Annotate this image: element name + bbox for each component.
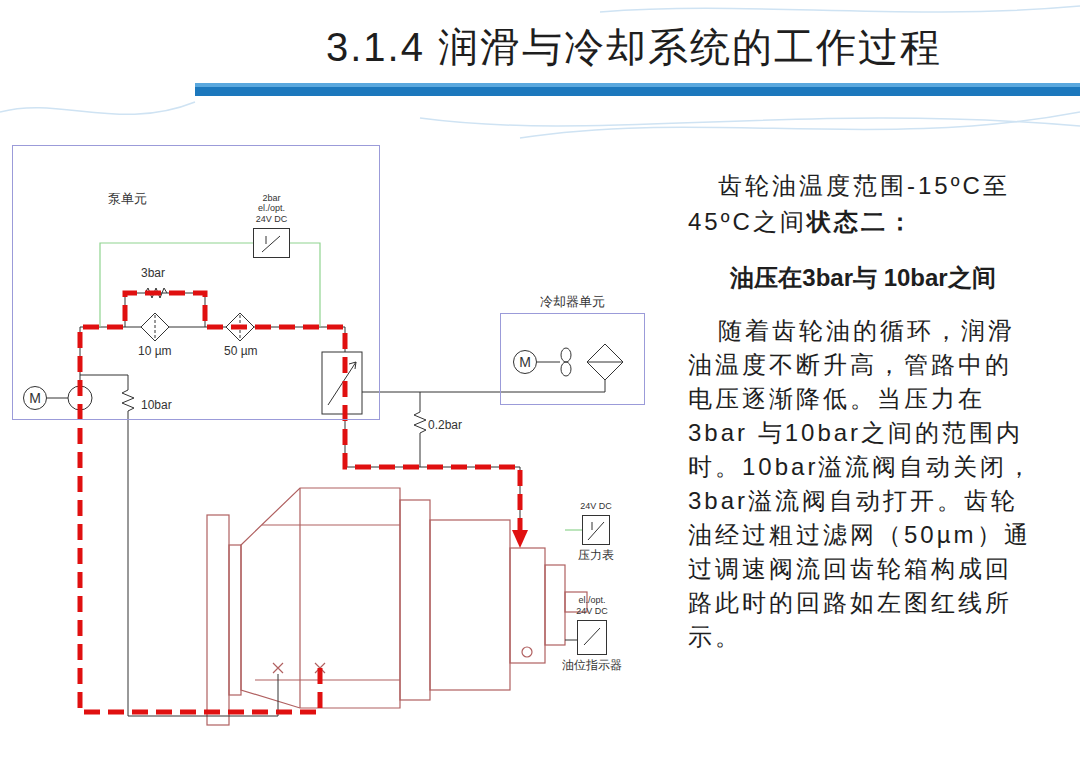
pipe-network [47, 236, 623, 716]
wave-line [600, 6, 1080, 12]
filter-label: 50 µm [224, 344, 258, 358]
motor-symbol: M [513, 350, 537, 374]
device-label: 油位指示器 [562, 658, 622, 672]
fan-shaft [537, 362, 560, 363]
motor-letter: M [519, 354, 531, 371]
gearbox-drawing [207, 488, 587, 725]
device-label: el./opt. 24V DC [572, 595, 612, 617]
valve-symbol [322, 352, 362, 414]
pressure-label: 0.2bar [428, 418, 462, 432]
gearbox-rib [255, 488, 400, 708]
device-label: 压力表 [578, 548, 614, 562]
gearbox-stage [510, 548, 545, 663]
cooler-unit-box: M冷却器单元 [500, 313, 645, 405]
relief-line [80, 375, 278, 716]
pipe-line [80, 327, 345, 386]
body-paragraph: 随着齿轮油的循环，润滑油温度不断升高，管路中的电压逐渐降低。当压力在3bar 与… [688, 314, 1038, 654]
oil-level-indicator: el./opt. 24V DC油位指示器 [577, 620, 607, 655]
spring-symbol [414, 392, 426, 467]
device-label: 2bar el./opt. 24V DC [252, 193, 292, 225]
signal-lines [100, 243, 582, 530]
pressure-switch: 2bar el./opt. 24V DC [253, 228, 290, 258]
signal-wire [290, 243, 320, 327]
oil-flow-path [80, 293, 520, 712]
pipe-line [362, 392, 380, 393]
filter-element [155, 315, 156, 339]
wave-line [520, 112, 1080, 138]
gearbox-flange [207, 515, 229, 725]
filter-label: 10 µm [138, 344, 172, 358]
gearbox-stage [400, 500, 430, 700]
signal-wire [565, 529, 582, 530]
fan-blade [561, 362, 571, 376]
drain-plug [273, 663, 283, 673]
header-bar [195, 83, 1080, 96]
slide-title: 3.1.4 润滑与冷却系统的工作过程 [326, 20, 942, 75]
device-label: 24V DC [580, 501, 612, 512]
pipe-connector [380, 392, 500, 393]
pipe-line [125, 293, 205, 327]
subheading: 油压在3bar与 10bar之间 [688, 262, 1038, 294]
pressure-label: 10bar [141, 398, 172, 412]
pressure-label: 3bar [141, 266, 165, 280]
gearbox-nose [545, 565, 565, 645]
valve-arrow [328, 362, 356, 405]
header-waves [0, 6, 1080, 138]
device-label: 冷却器单元 [540, 294, 605, 310]
pump-unit-box: 2bar el./opt. 24V DC M 泵单元 [12, 145, 380, 420]
motor-symbol: M [23, 386, 47, 410]
gearbox-stage [430, 520, 510, 690]
cooler-symbol [587, 344, 623, 380]
level-sensor-symbol [584, 628, 600, 645]
fan-blade [561, 348, 571, 362]
state-label: 状态二： [807, 208, 915, 235]
pressure-gauge-switch: 24V DC压力表 [582, 515, 610, 545]
gearbox-plug [522, 647, 532, 657]
header-bar-highlight [195, 83, 1080, 87]
filter-symbol [141, 313, 169, 341]
unit-title: 泵单元 [108, 191, 147, 207]
return-line [345, 414, 520, 530]
gearbox-flange [229, 545, 241, 695]
flow-arrowhead [512, 530, 528, 548]
wave-line [0, 102, 195, 114]
motor-letter: M [29, 390, 41, 407]
switch-symbol [588, 522, 604, 540]
motor-shaft [47, 398, 68, 399]
cooler-element [587, 362, 623, 363]
sensor-line [565, 640, 577, 641]
text-paragraph: 齿轮油温度范围-15ºC至45ºC之间状态二： [688, 168, 1038, 240]
pipe-line [500, 380, 605, 392]
switch-symbol [262, 236, 280, 252]
